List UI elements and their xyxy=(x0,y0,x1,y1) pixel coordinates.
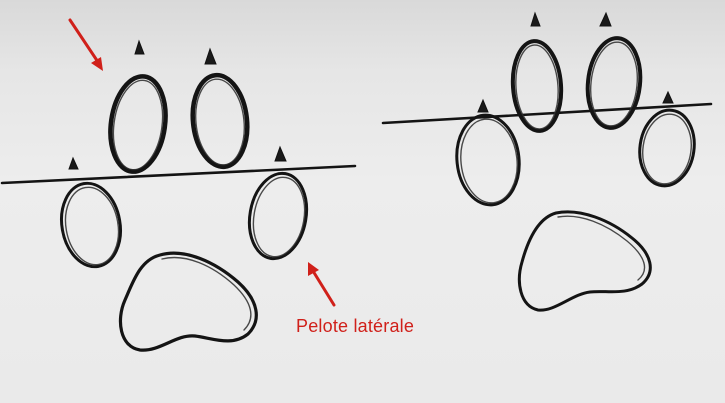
right-reference-line xyxy=(383,104,711,123)
right-pad-inner-right xyxy=(583,36,644,131)
right-main-pad xyxy=(519,212,650,310)
lateral-pad-label: Pelote latérale xyxy=(296,316,414,337)
left-pad-inner-left xyxy=(105,73,172,176)
left-claw-inner-left xyxy=(135,41,144,54)
left-claw-outer-right xyxy=(275,147,286,161)
right-claw-inner-left xyxy=(531,13,540,26)
left-reference-line xyxy=(2,166,355,183)
right-pad-outer-right xyxy=(635,107,699,190)
right-pad-outer-left xyxy=(452,112,523,208)
arrow-to-lateral-pad xyxy=(308,262,334,305)
left-claw-inner-right xyxy=(205,49,216,64)
arrow-to-digital-pad xyxy=(70,20,103,71)
left-claw-outer-left xyxy=(69,158,78,169)
left-pad-inner-right xyxy=(188,72,251,169)
lateral-pad-label-text: Pelote latérale xyxy=(296,316,414,336)
right-paw-print xyxy=(383,13,711,310)
right-claw-inner-right xyxy=(600,13,611,26)
left-pad-outer-right-lateral xyxy=(243,169,313,263)
left-paw-print xyxy=(2,41,355,350)
left-main-pad xyxy=(120,253,256,350)
right-claw-outer-left xyxy=(478,100,488,112)
right-pad-inner-left xyxy=(510,39,564,132)
left-pad-outer-left xyxy=(55,179,127,272)
right-claw-outer-right xyxy=(663,92,673,103)
